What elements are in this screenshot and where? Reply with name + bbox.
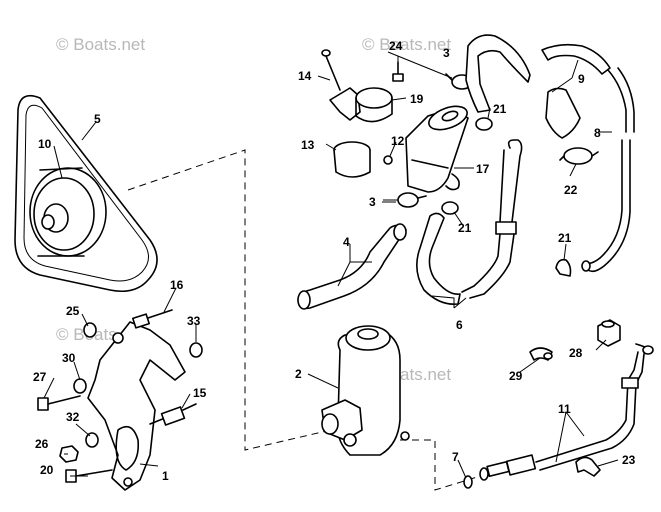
leader-lines (43, 51, 619, 479)
callout-13: 13 (301, 138, 315, 152)
callout-22: 22 (564, 183, 578, 197)
callout-25: 25 (66, 304, 80, 318)
steel-tube (461, 139, 523, 299)
hose-clamp-mid (397, 192, 427, 208)
callout-17: 17 (476, 162, 490, 176)
callout-29: 29 (509, 369, 523, 383)
sleeve-13 (333, 141, 371, 178)
watermark-top-center: © Boats.net (362, 35, 451, 54)
callout-30: 30 (62, 351, 76, 365)
callout-6: 6 (456, 318, 463, 332)
reservoir-bracket (329, 87, 393, 123)
clip-29 (529, 347, 553, 361)
callout-28: 28 (569, 346, 583, 360)
callout-8: 8 (594, 126, 601, 140)
bracket-hole-top (112, 332, 124, 344)
callout-15: 15 (193, 386, 207, 400)
callout-11: 11 (558, 402, 571, 416)
mounting-bracket-slot (115, 425, 140, 471)
suction-hose-4 (297, 223, 407, 310)
callout-19: 19 (410, 92, 424, 106)
o-ring-7 (463, 475, 473, 489)
pressure-hose (581, 67, 635, 273)
watermark-top-left: © Boats.net (56, 35, 145, 54)
callout-16: 16 (170, 278, 184, 292)
callout-21-right: 21 (558, 231, 572, 245)
hose-6 (416, 212, 461, 306)
callout-4: 4 (343, 235, 350, 249)
callout-12: 12 (391, 134, 405, 148)
bracket-hole-bottom (123, 477, 133, 487)
return-hose (465, 34, 611, 139)
drive-belt-inner-edge (23, 104, 149, 282)
bolt-27 (37, 395, 81, 411)
callout-32: 32 (66, 410, 80, 424)
belt-alignment-dashed-line (127, 149, 353, 451)
callout-23: 23 (622, 453, 636, 467)
pressure-line-11 (479, 343, 654, 481)
callout-9: 9 (578, 72, 585, 86)
nut-26 (59, 445, 79, 463)
callout-26: 26 (35, 437, 49, 451)
hose-clamp-21b (441, 201, 459, 215)
washer-33 (189, 342, 203, 358)
stud-15 (149, 403, 197, 426)
callout-33: 33 (187, 314, 201, 328)
callout-3-mid: 3 (369, 195, 376, 209)
line-clamp-23 (575, 456, 601, 477)
pulley (29, 167, 107, 257)
nut-12 (383, 155, 393, 165)
callout-24: 24 (389, 39, 403, 53)
callout-20: 20 (40, 463, 54, 477)
nut-25 (83, 322, 97, 338)
callout-5: 5 (94, 112, 101, 126)
power-steering-pump (321, 325, 410, 456)
callout-2: 2 (295, 367, 302, 381)
callout-7: 7 (452, 450, 459, 464)
callout-labels: 1 2 3 3 4 5 6 7 8 9 10 11 12 13 14 15 16… (33, 39, 636, 483)
callout-21-top: 21 (493, 102, 507, 116)
hose-alignment-dashed-line (400, 439, 501, 491)
bolt-14 (321, 49, 341, 91)
callout-21-mid: 21 (458, 221, 472, 235)
washer-32 (85, 432, 99, 448)
callout-10: 10 (38, 137, 52, 151)
callout-14: 14 (298, 69, 312, 83)
hose-clamp-22 (559, 147, 599, 165)
bolt-16 (131, 309, 173, 329)
hose-clamp-21a (475, 117, 493, 131)
mounting-bracket (87, 321, 186, 491)
hex-fitting-28 (597, 319, 621, 347)
drive-belt (14, 94, 158, 293)
callout-1: 1 (162, 469, 169, 483)
fluid-reservoir (405, 105, 469, 193)
washer-30 (73, 378, 87, 394)
callout-3-top: 3 (443, 46, 450, 60)
callout-27: 27 (33, 370, 47, 384)
hose-clamp-21c (555, 258, 572, 277)
